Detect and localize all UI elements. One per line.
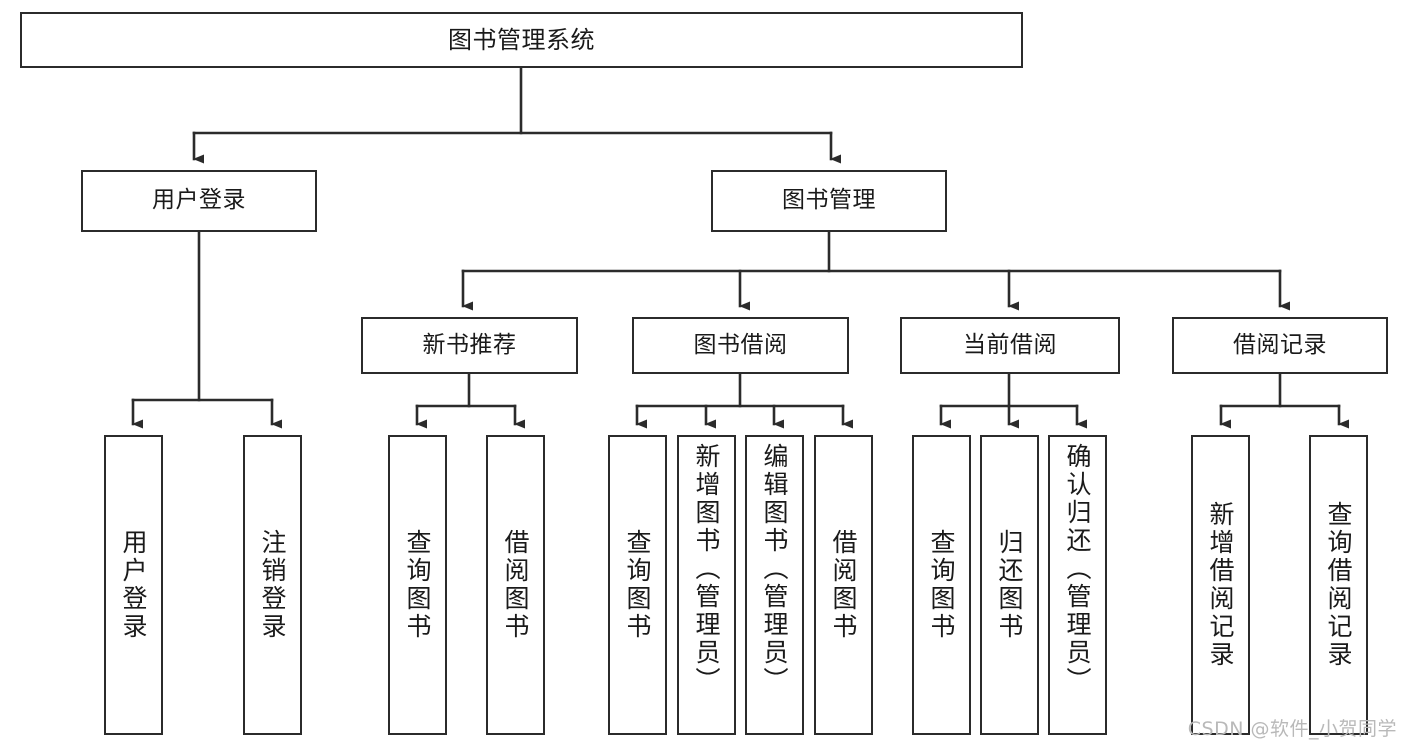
leaf-query-books-recommendation[interactable]: 查询图书 [388,435,447,735]
node-label: 归还图书 [995,529,1024,641]
node-label: 编辑图书（管理员） [760,443,789,695]
node-label: 查询图书 [403,529,432,641]
node-label: 用户登录 [119,529,148,641]
leaf-borrow-books-recommendation[interactable]: 借阅图书 [486,435,545,735]
node-label: 图书借阅 [693,331,788,358]
leaf-query-borrow-record[interactable]: 查询借阅记录 [1309,435,1368,735]
leaf-borrow-books-borrowing[interactable]: 借阅图书 [814,435,873,735]
csdn-watermark: CSDN @软件_小贺同学 [1187,718,1397,740]
leaf-add-borrow-record[interactable]: 新增借阅记录 [1191,435,1250,735]
node-label: 借阅图书 [501,529,530,641]
node-label: 用户登录 [152,187,246,214]
node-label: 查询图书 [927,529,956,641]
node-book-borrowing[interactable]: 图书借阅 [632,317,849,374]
leaf-query-books-borrowing[interactable]: 查询图书 [608,435,667,735]
node-label: 查询借阅记录 [1324,501,1353,669]
node-label: 新增图书（管理员） [692,443,721,695]
node-current-borrowing[interactable]: 当前借阅 [900,317,1120,374]
leaf-confirm-return-admin[interactable]: 确认归还（管理员） [1048,435,1107,735]
node-new-book-recommendation[interactable]: 新书推荐 [361,317,578,374]
leaf-user-login[interactable]: 用户登录 [104,435,163,735]
node-label: 借阅图书 [829,529,858,641]
leaf-return-books[interactable]: 归还图书 [980,435,1039,735]
node-user-login[interactable]: 用户登录 [81,170,317,232]
node-label: 注销登录 [258,529,287,641]
node-label: 确认归还（管理员） [1063,443,1092,695]
node-label: 图书管理 [782,187,876,214]
node-label: 当前借阅 [963,331,1057,358]
node-label: 借阅记录 [1233,331,1327,358]
leaf-edit-book-admin[interactable]: 编辑图书（管理员） [745,435,804,735]
node-label: 新增借阅记录 [1206,501,1235,669]
node-borrow-records[interactable]: 借阅记录 [1172,317,1388,374]
node-label: 图书管理系统 [448,25,595,54]
node-book-management[interactable]: 图书管理 [711,170,947,232]
node-root-book-management-system[interactable]: 图书管理系统 [20,12,1023,68]
node-label: 新书推荐 [422,331,517,358]
leaf-add-book-admin[interactable]: 新增图书（管理员） [677,435,736,735]
node-label: 查询图书 [623,529,652,641]
leaf-query-books-current[interactable]: 查询图书 [912,435,971,735]
leaf-logout[interactable]: 注销登录 [243,435,302,735]
